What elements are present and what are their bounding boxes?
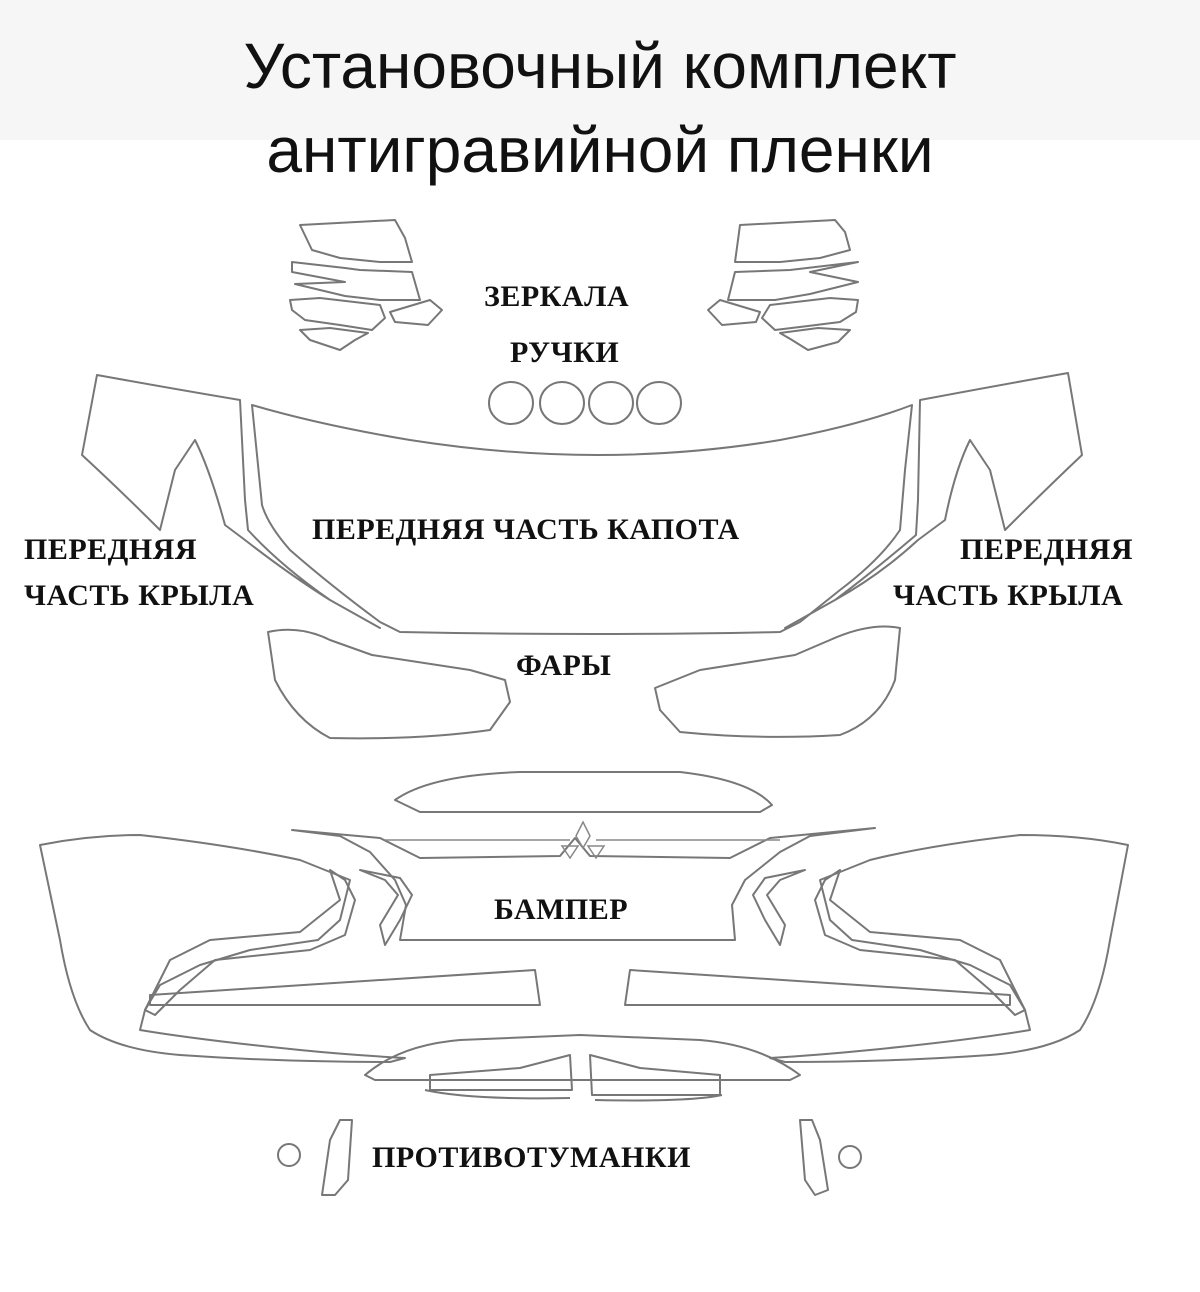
bumper-lower-left-part (149, 969, 541, 1006)
mirror-right-part (707, 219, 859, 351)
headlight-right-part (654, 625, 901, 738)
title-band (0, 0, 1200, 140)
label-hood: ПЕРЕДНЯЯ ЧАСТЬ КАПОТА (312, 513, 740, 546)
title-line-2: антигравийной пленки (266, 114, 934, 186)
label-fog-lights: ПРОТИВОТУМАНКИ (372, 1141, 691, 1174)
mirror-left-part (289, 219, 443, 351)
label-bumper: БАМПЕР (494, 893, 629, 926)
label-handles: РУЧКИ (510, 336, 620, 369)
title-line-1: Установочный комплект (243, 30, 957, 102)
headlight-left-part (267, 628, 511, 740)
bumper-lower-right-part (624, 969, 1011, 1006)
label-fender-left-line-1: ПЕРЕДНЯЯ (24, 533, 197, 566)
bumper-left-part (39, 834, 406, 1063)
label-mirrors: ЗЕРКАЛА (484, 280, 630, 313)
bumper-right-part (769, 834, 1129, 1063)
bumper-center-strip (291, 827, 876, 941)
page-title: Установочный комплект антигравийной плен… (0, 24, 1200, 192)
label-headlights: ФАРЫ (516, 649, 612, 682)
fender-left-part (81, 374, 381, 629)
label-fender-right-line-2: ЧАСТЬ КРЫЛА (893, 579, 1124, 612)
fender-right-part (784, 372, 1083, 629)
grille-top-part (394, 771, 773, 813)
logo-icon (560, 820, 606, 860)
label-fender-left-line-2: ЧАСТЬ КРЫЛА (24, 579, 255, 612)
fog-lights-parts (277, 1119, 862, 1196)
hood-part (251, 404, 913, 635)
bumper-lower-grille-part (364, 1034, 801, 1081)
label-fender-right-line-1: ПЕРЕДНЯЯ (960, 533, 1133, 566)
handles-parts (488, 381, 682, 425)
